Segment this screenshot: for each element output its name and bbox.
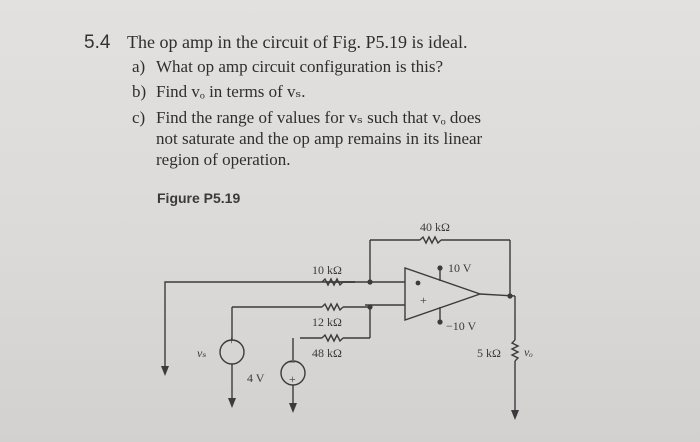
part-c-text-line3: region of operation. <box>156 150 291 169</box>
resistor-12k <box>321 302 344 312</box>
ground-arrow-left <box>161 366 169 376</box>
node-supply-neg <box>437 319 443 325</box>
label-4v: 4 V <box>247 371 265 385</box>
part-a-text: What op amp circuit configuration is thi… <box>156 57 444 76</box>
label-5k: 5 kΩ <box>477 346 501 360</box>
node-opamp-minus <box>415 280 421 286</box>
label-supply-pos: 10 V <box>448 261 472 275</box>
label-vs: vₛ <box>197 346 206 360</box>
problem-number: 5.4 <box>84 32 111 53</box>
part-c-label: c) <box>132 108 146 127</box>
opamp-symbol <box>404 267 483 321</box>
ground-arrow-load <box>511 410 519 420</box>
label-vs-plus: + <box>228 333 235 347</box>
label-opamp-plus: + <box>420 293 427 307</box>
label-48k: 48 kΩ <box>312 346 342 360</box>
label-12k: 12 kΩ <box>312 315 342 329</box>
label-10k: 10 kΩ <box>312 263 342 277</box>
label-vo: vₒ <box>524 345 533 359</box>
part-b-label: b) <box>132 82 147 101</box>
resistor-5k <box>510 339 520 362</box>
label-40k: 40 kΩ <box>420 220 450 234</box>
part-a: a) What op amp circuit configuration is t… <box>132 57 443 77</box>
label-4v-plus: + <box>289 372 296 386</box>
part-b: b) Find vₒ in terms of vₛ. <box>132 82 305 102</box>
label-4v-minus: − <box>289 355 296 369</box>
resistor-48k <box>321 333 344 343</box>
part-c: c) Find the range of values for vₛ such t… <box>132 108 481 128</box>
ground-arrow-4v <box>289 403 297 413</box>
part-b-text: Find vₒ in terms of vₛ. <box>156 82 306 101</box>
wire-left-rail <box>164 281 355 368</box>
node-inverting <box>367 279 373 285</box>
node-divider <box>367 304 373 310</box>
part-c-text-line1: Find the range of values for vₛ such tha… <box>156 108 482 127</box>
resistor-10k <box>321 277 344 287</box>
part-a-label: a) <box>132 57 146 76</box>
problem-statement: The op amp in the circuit of Fig. P5.19 … <box>127 32 468 52</box>
ground-arrow-vs <box>228 398 236 408</box>
part-c-text-line2: not saturate and the op amp remains in i… <box>156 129 483 148</box>
node-output <box>507 293 513 299</box>
figure-caption: Figure P5.19 <box>157 190 241 206</box>
node-supply-pos <box>437 265 443 271</box>
resistor-40k <box>419 235 442 245</box>
label-supply-neg: −10 V <box>446 319 477 333</box>
